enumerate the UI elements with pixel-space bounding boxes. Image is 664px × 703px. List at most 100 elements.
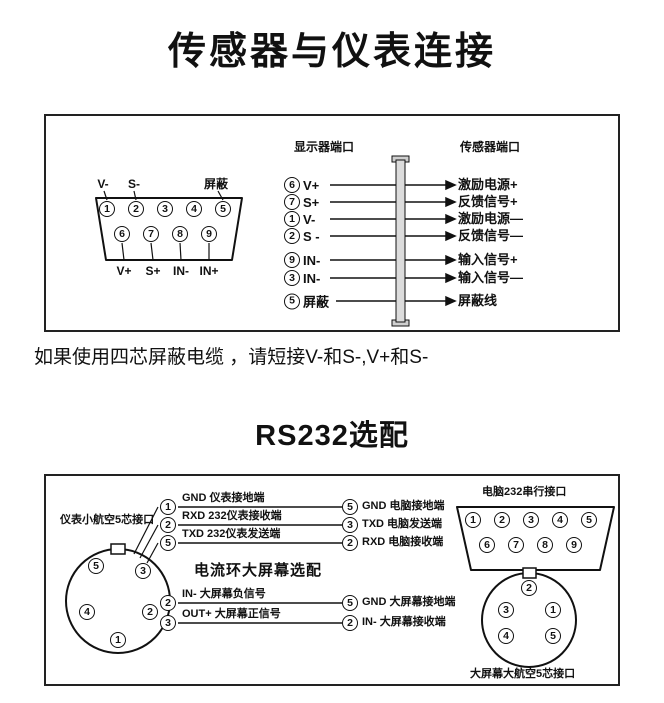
wire-signal-label: S - (303, 228, 320, 244)
current-loop-right-label: GND 大屏幕接地端 (362, 596, 456, 608)
serial-left-label: RXD 232仪表接收端 (182, 510, 282, 522)
pin-badge: 1 (465, 512, 481, 528)
connector-bottom-label: IN+ (199, 264, 219, 278)
wire-row-source: 7 S+ (284, 194, 319, 210)
serial-left-label: GND 仪表接地端 (182, 492, 265, 504)
pin-badge: 7 (508, 537, 524, 553)
pin-badge: 9 (566, 537, 582, 553)
pin-badge: 5 (342, 499, 358, 515)
pin-badge: 6 (114, 226, 130, 242)
pin-badge: 2 (342, 615, 358, 631)
wire-row-source: 6 V+ (284, 177, 319, 193)
pin-badge: 1 (110, 632, 126, 648)
pin-badge: 3 (284, 270, 300, 286)
wire-target-label: 反馈信号+ (458, 194, 518, 209)
connector-top-label: S- (128, 177, 140, 191)
pin-badge: 5 (88, 558, 104, 574)
pin-badge: 3 (160, 615, 176, 631)
pin-badge: 5 (342, 595, 358, 611)
bigscreen-connector-label: 大屏幕大航空5芯接口 (470, 668, 576, 680)
serial-right-label: GND 电脑接地端 (362, 500, 445, 512)
pin-badge: 5 (160, 535, 176, 551)
pin-badge: 4 (552, 512, 568, 528)
cable-bar (391, 155, 410, 327)
current-loop-left-label: OUT+ 大屏幕正信号 (182, 608, 281, 620)
instrument-connector-label: 仪表小航空5芯接口 (60, 514, 155, 526)
connector-bottom-label: V+ (116, 264, 132, 278)
pin-badge: 7 (284, 194, 300, 210)
wire-signal-label: V- (303, 211, 316, 227)
display-port-label: 显示器端口 (293, 140, 355, 154)
rs232-wiring-diagram: 仪表小航空5芯接口 电脑232串行接口 1 GND 仪表接地端 5 GND 电脑… (44, 474, 620, 686)
pin-badge: 4 (79, 604, 95, 620)
wire-target-label: 激励电源— (458, 211, 524, 226)
wire-lines (178, 506, 342, 624)
wire-target-label: 屏蔽线 (458, 293, 498, 308)
pin-badge: 9 (284, 252, 300, 268)
pin-badge: 6 (284, 177, 300, 193)
wire-signal-label: 屏蔽 (303, 294, 330, 310)
wire-target-label: 反馈信号— (458, 228, 524, 243)
pin-badge: 1 (545, 602, 561, 618)
wire-row-source: 2 S - (284, 228, 320, 244)
pin-badge: 2 (160, 517, 176, 533)
pin-badge: 4 (186, 201, 202, 217)
wire-row-source: 9 IN- (284, 252, 320, 268)
shield-cable-note: 如果使用四芯屏蔽电缆 ，请短接V-和S-,V+和S- (34, 347, 429, 368)
pin-badge: 3 (135, 563, 151, 579)
wire-signal-label: V+ (303, 177, 320, 193)
pin-badge: 8 (172, 226, 188, 242)
wire-target-label: 输入信号— (458, 270, 524, 285)
wire-lines (330, 179, 457, 307)
sensor-port-label: 传感器端口 (459, 140, 521, 154)
pin-badge: 3 (498, 602, 514, 618)
connector-top-label: 屏蔽 (203, 177, 229, 191)
pin-badge: 1 (99, 201, 115, 217)
page-title: 传感器与仪表连接 (167, 31, 496, 73)
pin-badge: 1 (160, 499, 176, 515)
wire-signal-label: IN- (303, 252, 321, 268)
pin-badge: 6 (479, 537, 495, 553)
serial-left-label: TXD 232仪表发送端 (182, 528, 281, 540)
current-loop-title: 电流环大屏幕选配 (194, 562, 323, 579)
wire-signal-label: S+ (303, 194, 320, 210)
wire-row-source: 3 IN- (284, 270, 320, 286)
label-tick-lines (103, 190, 224, 261)
pin-badge: 2 (142, 604, 158, 620)
pin-badge: 2 (342, 535, 358, 551)
pin-badge: 2 (521, 580, 537, 596)
pin-badge: 3 (523, 512, 539, 528)
pin-badge: 2 (284, 228, 300, 244)
wire-row-source: 5 屏蔽 (284, 292, 329, 311)
serial-right-label: TXD 电脑发送端 (362, 518, 443, 530)
sensor-diagram-lines-layer (95, 155, 457, 327)
db9-connector-outline (95, 197, 243, 261)
pin-badge: 7 (143, 226, 159, 242)
pin-badge: 8 (537, 537, 553, 553)
wire-target-label: 激励电源+ (458, 177, 518, 192)
pin-badge: 2 (494, 512, 510, 528)
rs232-diagram-lines-layer (65, 506, 615, 668)
pin-badge: 5 (545, 628, 561, 644)
wire-signal-label: IN- (303, 270, 321, 286)
computer-connector-label: 电脑232串行接口 (482, 486, 567, 498)
pin-badge: 4 (498, 628, 514, 644)
bigscreen-circular-connector-outline (481, 567, 577, 668)
pin-badge: 9 (201, 226, 217, 242)
pin-badge: 1 (284, 211, 300, 227)
connector-top-label: V- (97, 177, 109, 191)
current-loop-right-label: IN- 大屏幕接收端 (362, 616, 446, 628)
pin-badge: 2 (128, 201, 144, 217)
current-loop-left-label: IN- 大屏幕负信号 (182, 588, 266, 600)
wire-target-label: 输入信号+ (458, 252, 518, 267)
pin-badge: 3 (342, 517, 358, 533)
computer-db9-outline (456, 506, 615, 571)
pin-badge: 5 (284, 293, 300, 309)
connector-bottom-label: IN- (173, 264, 189, 278)
serial-right-label: RXD 电脑接收端 (362, 536, 444, 548)
pin-badge: 5 (215, 201, 231, 217)
pin-badge: 3 (157, 201, 173, 217)
wire-row-source: 1 V- (284, 211, 315, 227)
pin-badge: 5 (581, 512, 597, 528)
